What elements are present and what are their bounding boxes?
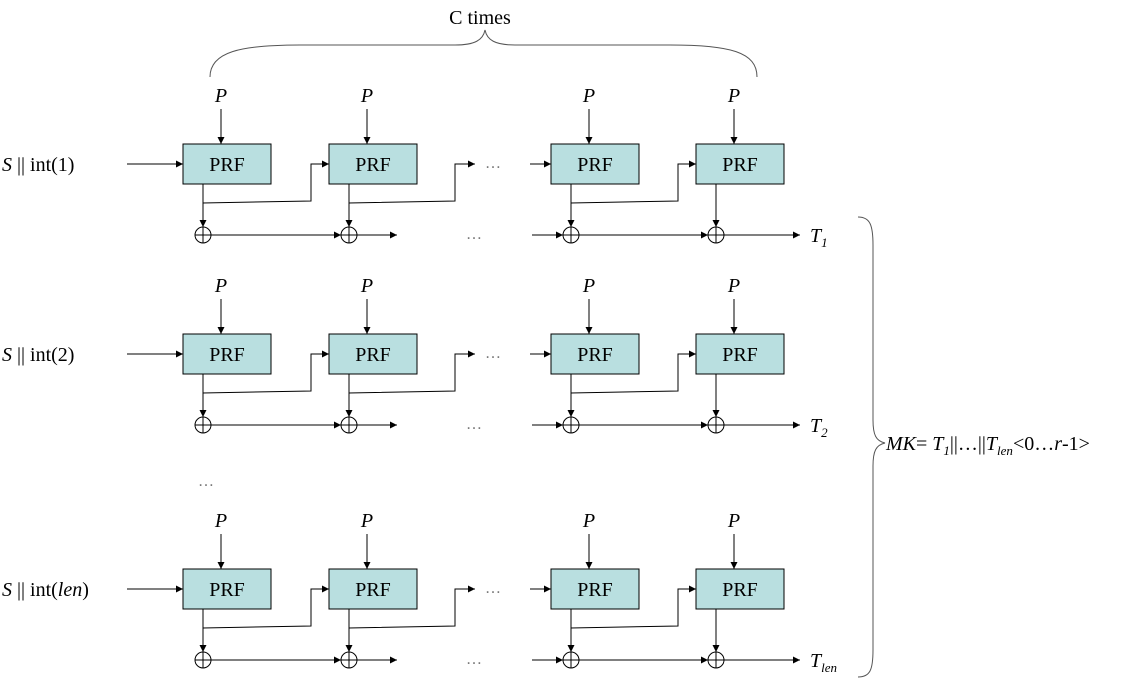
prf-label: PRF — [209, 344, 245, 366]
prf-label: PRF — [355, 154, 391, 176]
prf-label: PRF — [722, 154, 758, 176]
password-label: P — [727, 275, 740, 297]
chain-connector — [348, 350, 475, 394]
input-label: S || int(1) — [2, 154, 74, 176]
input-label: S || int(2) — [2, 344, 74, 366]
prf-label: PRF — [577, 579, 613, 601]
xor-ellipsis: … — [466, 416, 482, 433]
prf-box — [182, 333, 272, 375]
xor-ellipsis: … — [466, 651, 482, 668]
prf-box — [328, 143, 418, 185]
prf-box — [550, 333, 640, 375]
chain-connector — [202, 585, 329, 629]
output-label: Tlen — [810, 650, 837, 675]
rows-ellipsis: … — [198, 473, 214, 490]
chain-ellipsis: … — [485, 155, 501, 172]
output-label: T2 — [810, 415, 828, 440]
prf-label: PRF — [355, 579, 391, 601]
prf-box — [550, 568, 640, 610]
password-label: P — [360, 85, 373, 107]
password-label: P — [214, 275, 227, 297]
prf-box — [695, 333, 785, 375]
c-times-brace — [209, 29, 758, 78]
result-brace — [857, 216, 886, 678]
prf-box — [182, 568, 272, 610]
password-label: P — [582, 510, 595, 532]
prf-box — [328, 333, 418, 375]
chain-ellipsis: … — [485, 580, 501, 597]
prf-label: PRF — [722, 344, 758, 366]
input-label: S || int(len) — [2, 579, 89, 601]
password-label: P — [727, 510, 740, 532]
prf-label: PRF — [355, 344, 391, 366]
chain-connector — [348, 160, 475, 204]
c-times-label: C times — [449, 7, 511, 29]
password-label: P — [214, 510, 227, 532]
output-label: T1 — [810, 225, 828, 250]
prf-label: PRF — [577, 344, 613, 366]
prf-label: PRF — [722, 579, 758, 601]
prf-label: PRF — [577, 154, 613, 176]
chain-connector — [348, 585, 475, 629]
master-key-formula: MK= T1||…||Tlen<0…r-1> — [885, 433, 1090, 458]
prf-rows: S || int(1) P PRF P PRF P PRF P PRF … … T1 S || int(… — [2, 85, 837, 675]
prf-label: PRF — [209, 154, 245, 176]
chain-connector — [202, 160, 329, 204]
password-label: P — [360, 275, 373, 297]
chain-connector — [202, 350, 329, 394]
password-label: P — [727, 85, 740, 107]
prf-box — [695, 143, 785, 185]
chain-ellipsis: … — [485, 345, 501, 362]
password-label: P — [582, 85, 595, 107]
password-label: P — [360, 510, 373, 532]
password-label: P — [214, 85, 227, 107]
chain-connector — [570, 350, 696, 394]
chain-connector — [570, 585, 696, 629]
prf-box — [182, 143, 272, 185]
prf-label: PRF — [209, 579, 245, 601]
chain-connector — [570, 160, 696, 204]
password-label: P — [582, 275, 595, 297]
xor-ellipsis: … — [466, 226, 482, 243]
